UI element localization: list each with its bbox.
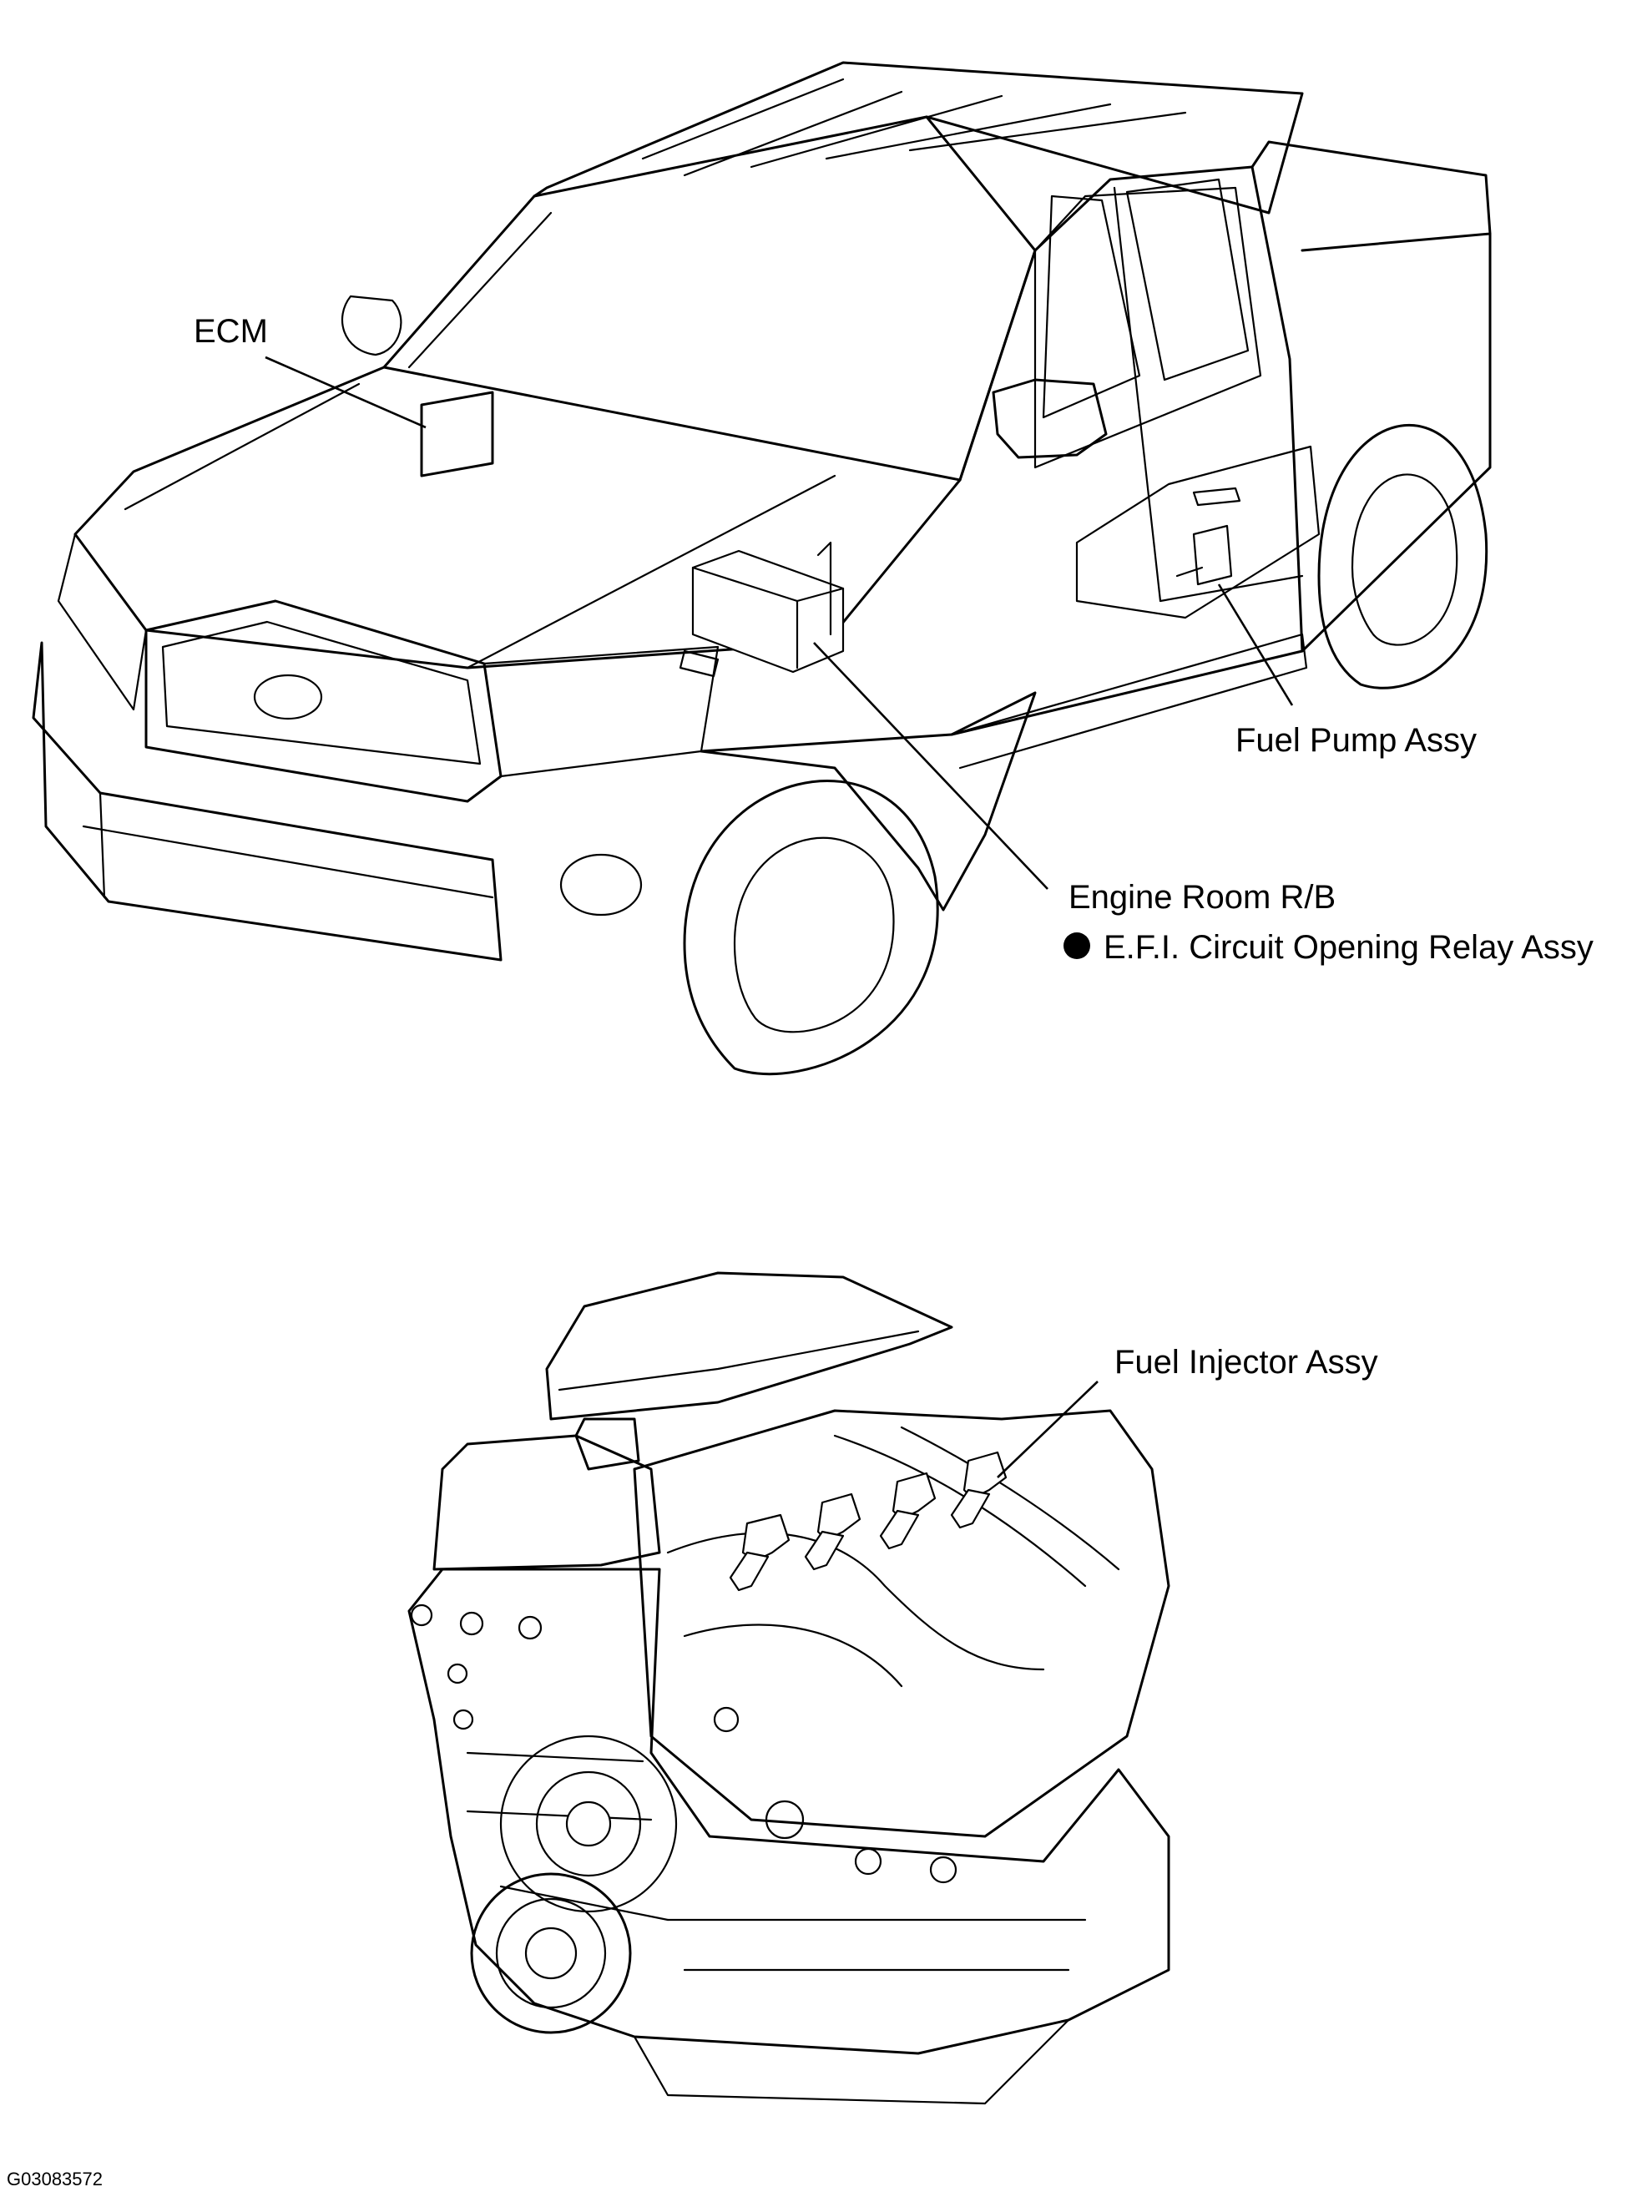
pickup-truck-illustration xyxy=(32,61,1492,1076)
fuel-injectors xyxy=(729,1451,1008,1592)
ecm-leader xyxy=(265,356,427,429)
fuel-pump-label: Fuel Pump Assy xyxy=(1235,722,1477,759)
engine-illustration xyxy=(407,1271,1170,2105)
ecm-box xyxy=(420,391,494,477)
engine-room-relay-block xyxy=(679,541,845,678)
bullet-icon xyxy=(1063,932,1090,959)
fuel-tank-pump xyxy=(1075,445,1321,619)
figure-code: G03083572 xyxy=(7,2169,103,2189)
fuel-pump-leader xyxy=(1217,583,1294,706)
fuel-injector-label: Fuel Injector Assy xyxy=(1114,1344,1378,1381)
relay-label: E.F.I. Circuit Opening Relay Assy xyxy=(1104,929,1594,966)
fuel-injector-leader xyxy=(997,1381,1099,1478)
engine-room-rb-label: Engine Room R/B xyxy=(1068,879,1336,916)
relay-block-leader xyxy=(813,642,1048,890)
ecm-label: ECM xyxy=(194,313,268,350)
engine-bolts xyxy=(410,1603,957,1884)
